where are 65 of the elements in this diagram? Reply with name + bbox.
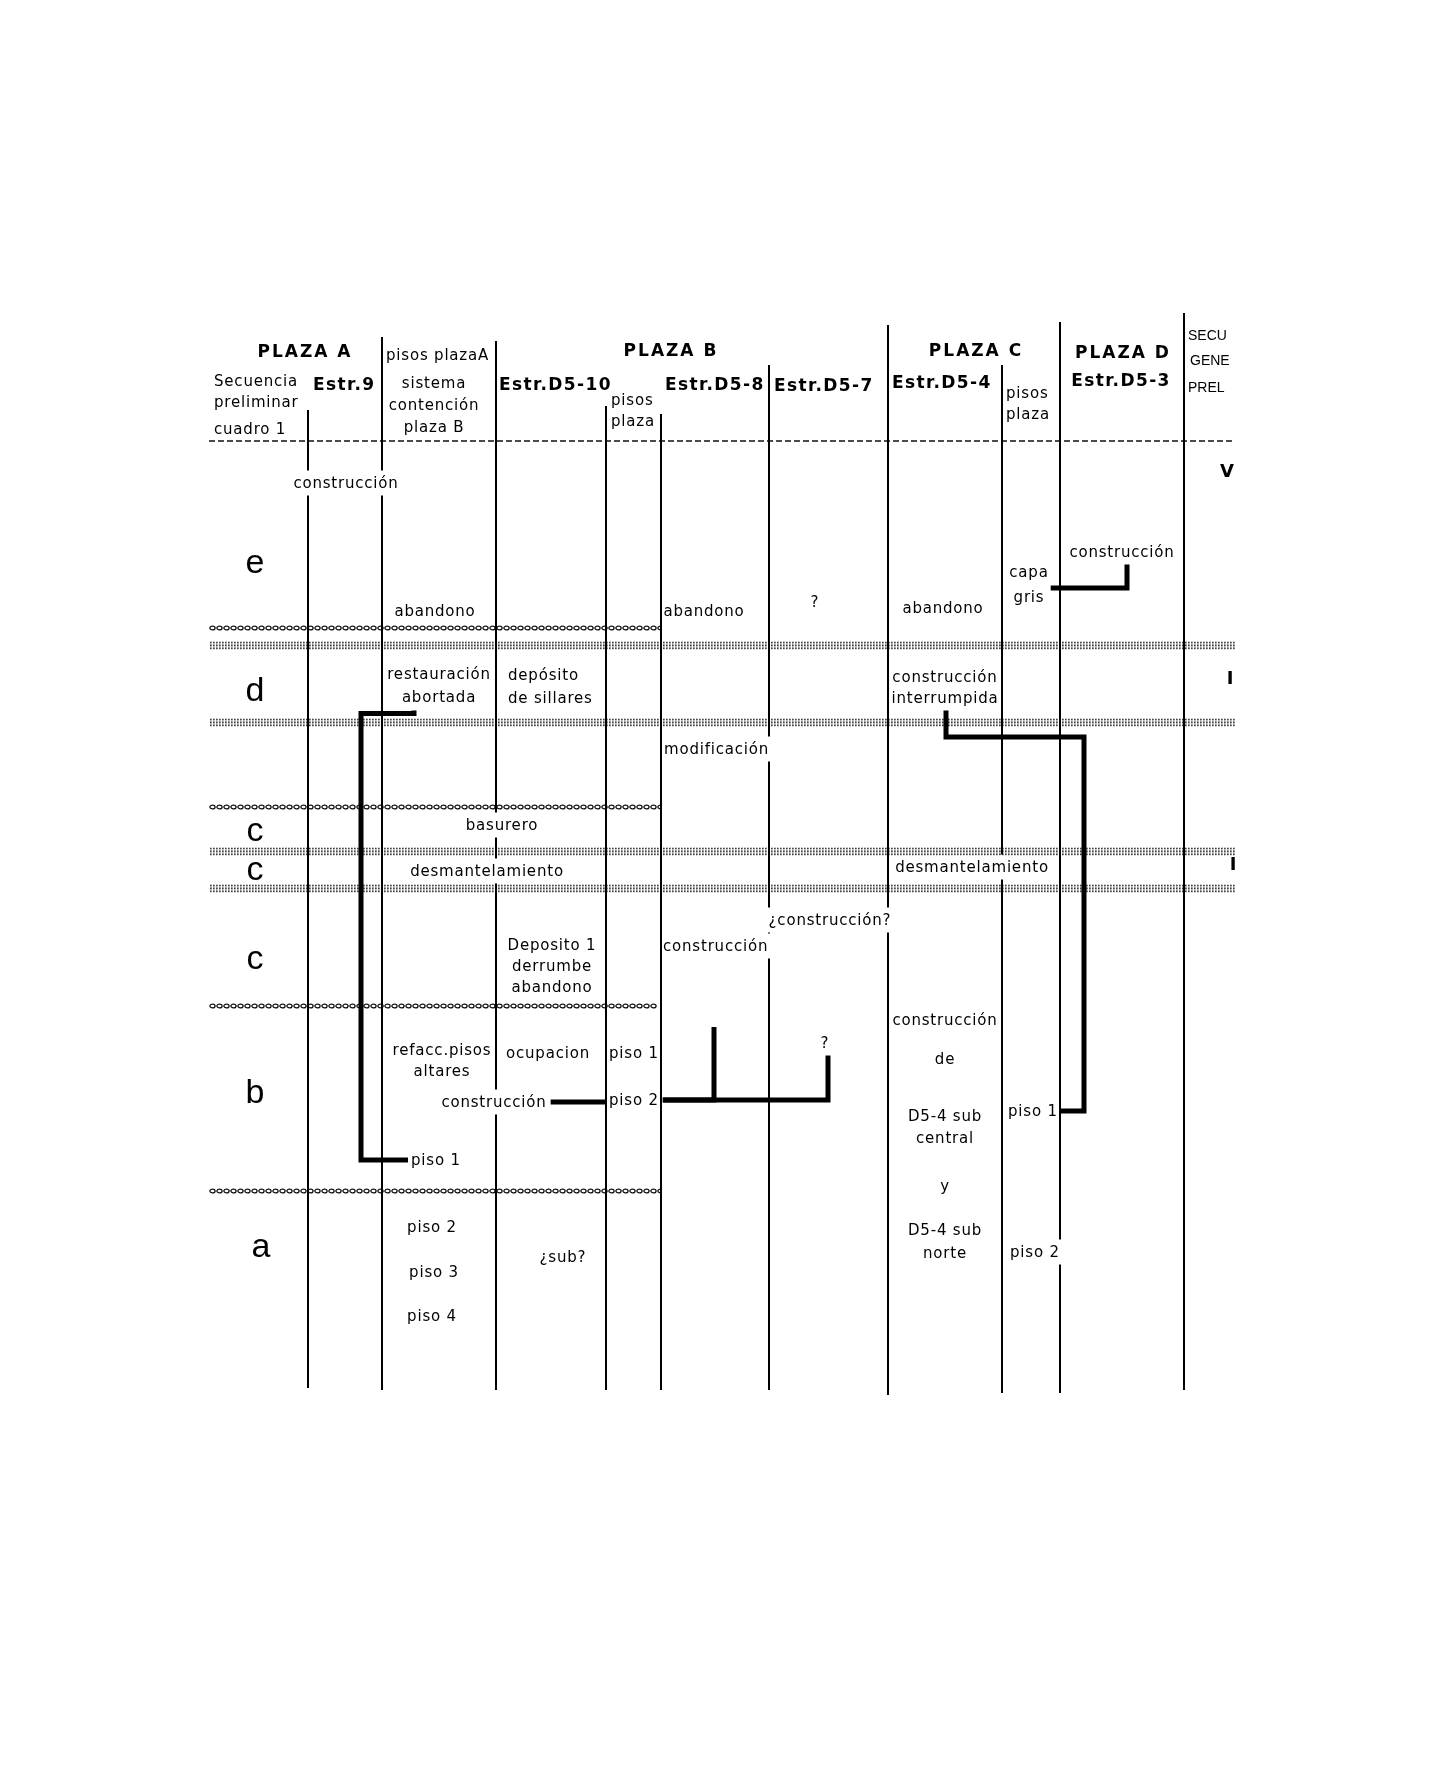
column-heading: SECU: [1188, 325, 1227, 345]
connector-line: [1050, 564, 1130, 591]
cell-text: construcción: [663, 935, 769, 957]
cell-text: abandono: [394, 600, 476, 622]
cell-text: abandono: [902, 597, 984, 619]
column-heading: Estr.D5-4: [892, 371, 992, 393]
cell-text: piso 3: [409, 1261, 459, 1283]
cell-text: piso 2: [1010, 1241, 1060, 1263]
cell-text: construcción: [1069, 541, 1175, 563]
column-heading: sistema contención plaza B: [388, 373, 480, 438]
column-heading: Secuencia preliminar: [214, 370, 299, 413]
column-heading: pisos plaza: [611, 389, 655, 432]
cell-text: capa gris: [1009, 559, 1049, 610]
row-letter: c: [246, 811, 264, 847]
cell-text: restauración abortada: [387, 662, 491, 709]
cell-text: depósito de sillares: [508, 664, 593, 709]
row-letter: b: [245, 1073, 265, 1109]
cell-text: ?: [820, 1032, 830, 1054]
cell-text: piso 1: [1008, 1100, 1058, 1122]
cell-text: ¿sub?: [539, 1246, 587, 1268]
connector-line: [943, 710, 1087, 1114]
cell-text: piso 2: [407, 1216, 457, 1238]
row-letter: c: [246, 850, 264, 886]
row-letter: d: [245, 671, 265, 707]
column-heading: PLAZA A: [257, 340, 353, 362]
column-heading: Estr.9: [313, 373, 376, 395]
cell-text: abandono: [663, 600, 745, 622]
column-heading: PLAZA C: [928, 339, 1024, 361]
cell-text: ?: [810, 591, 820, 613]
column-heading: PREL: [1188, 377, 1225, 397]
cell-text: basurero: [465, 814, 539, 836]
column-heading: Estr.D5-7: [774, 374, 874, 396]
cell-text: ocupacion: [506, 1042, 590, 1064]
row-letter: e: [245, 543, 265, 579]
phase-numeral: V: [1220, 459, 1234, 481]
cell-text: modificación: [664, 738, 770, 760]
cell-text: desmantelamiento: [895, 856, 1049, 878]
cell-text: ¿construcción?: [768, 909, 892, 931]
column-heading: Estr.D5-10: [499, 373, 612, 395]
connector-line: [662, 1027, 717, 1103]
cell-text: construcción de D5-4 sub central y D5-4 sub norte: [892, 1009, 998, 1264]
column-heading: pisos plaza: [1006, 382, 1050, 425]
column-heading: pisos plazaA: [386, 344, 490, 366]
cell-text: construcción: [441, 1091, 547, 1113]
connector-line: [550, 1099, 605, 1105]
cell-text: construcción interrumpida: [891, 666, 999, 709]
column-heading: PLAZA D: [1075, 341, 1171, 363]
row-letter: c: [246, 939, 264, 975]
phase-numeral: I: [1229, 852, 1237, 874]
cell-text: desmantelamiento: [410, 860, 564, 882]
column-heading: Estr.D5-3: [1071, 369, 1171, 391]
column-heading: cuadro 1: [214, 418, 287, 440]
connector-line: [358, 708, 417, 1163]
cell-text: piso 1: [609, 1042, 659, 1064]
cell-text: piso 1: [411, 1149, 461, 1171]
row-letter: a: [251, 1227, 271, 1263]
column-heading: Estr.D5-8: [665, 373, 765, 395]
cell-text: piso 2: [609, 1089, 659, 1111]
column-heading: PLAZA B: [623, 339, 719, 361]
cell-text: refacc.pisos altares: [392, 1039, 492, 1082]
cell-text: construcción: [293, 472, 399, 494]
cell-text: piso 4: [407, 1305, 457, 1327]
phase-numeral: I: [1226, 666, 1234, 688]
cell-text: Deposito 1 derrumbe abandono: [507, 934, 597, 998]
column-heading: GENE: [1190, 350, 1230, 370]
